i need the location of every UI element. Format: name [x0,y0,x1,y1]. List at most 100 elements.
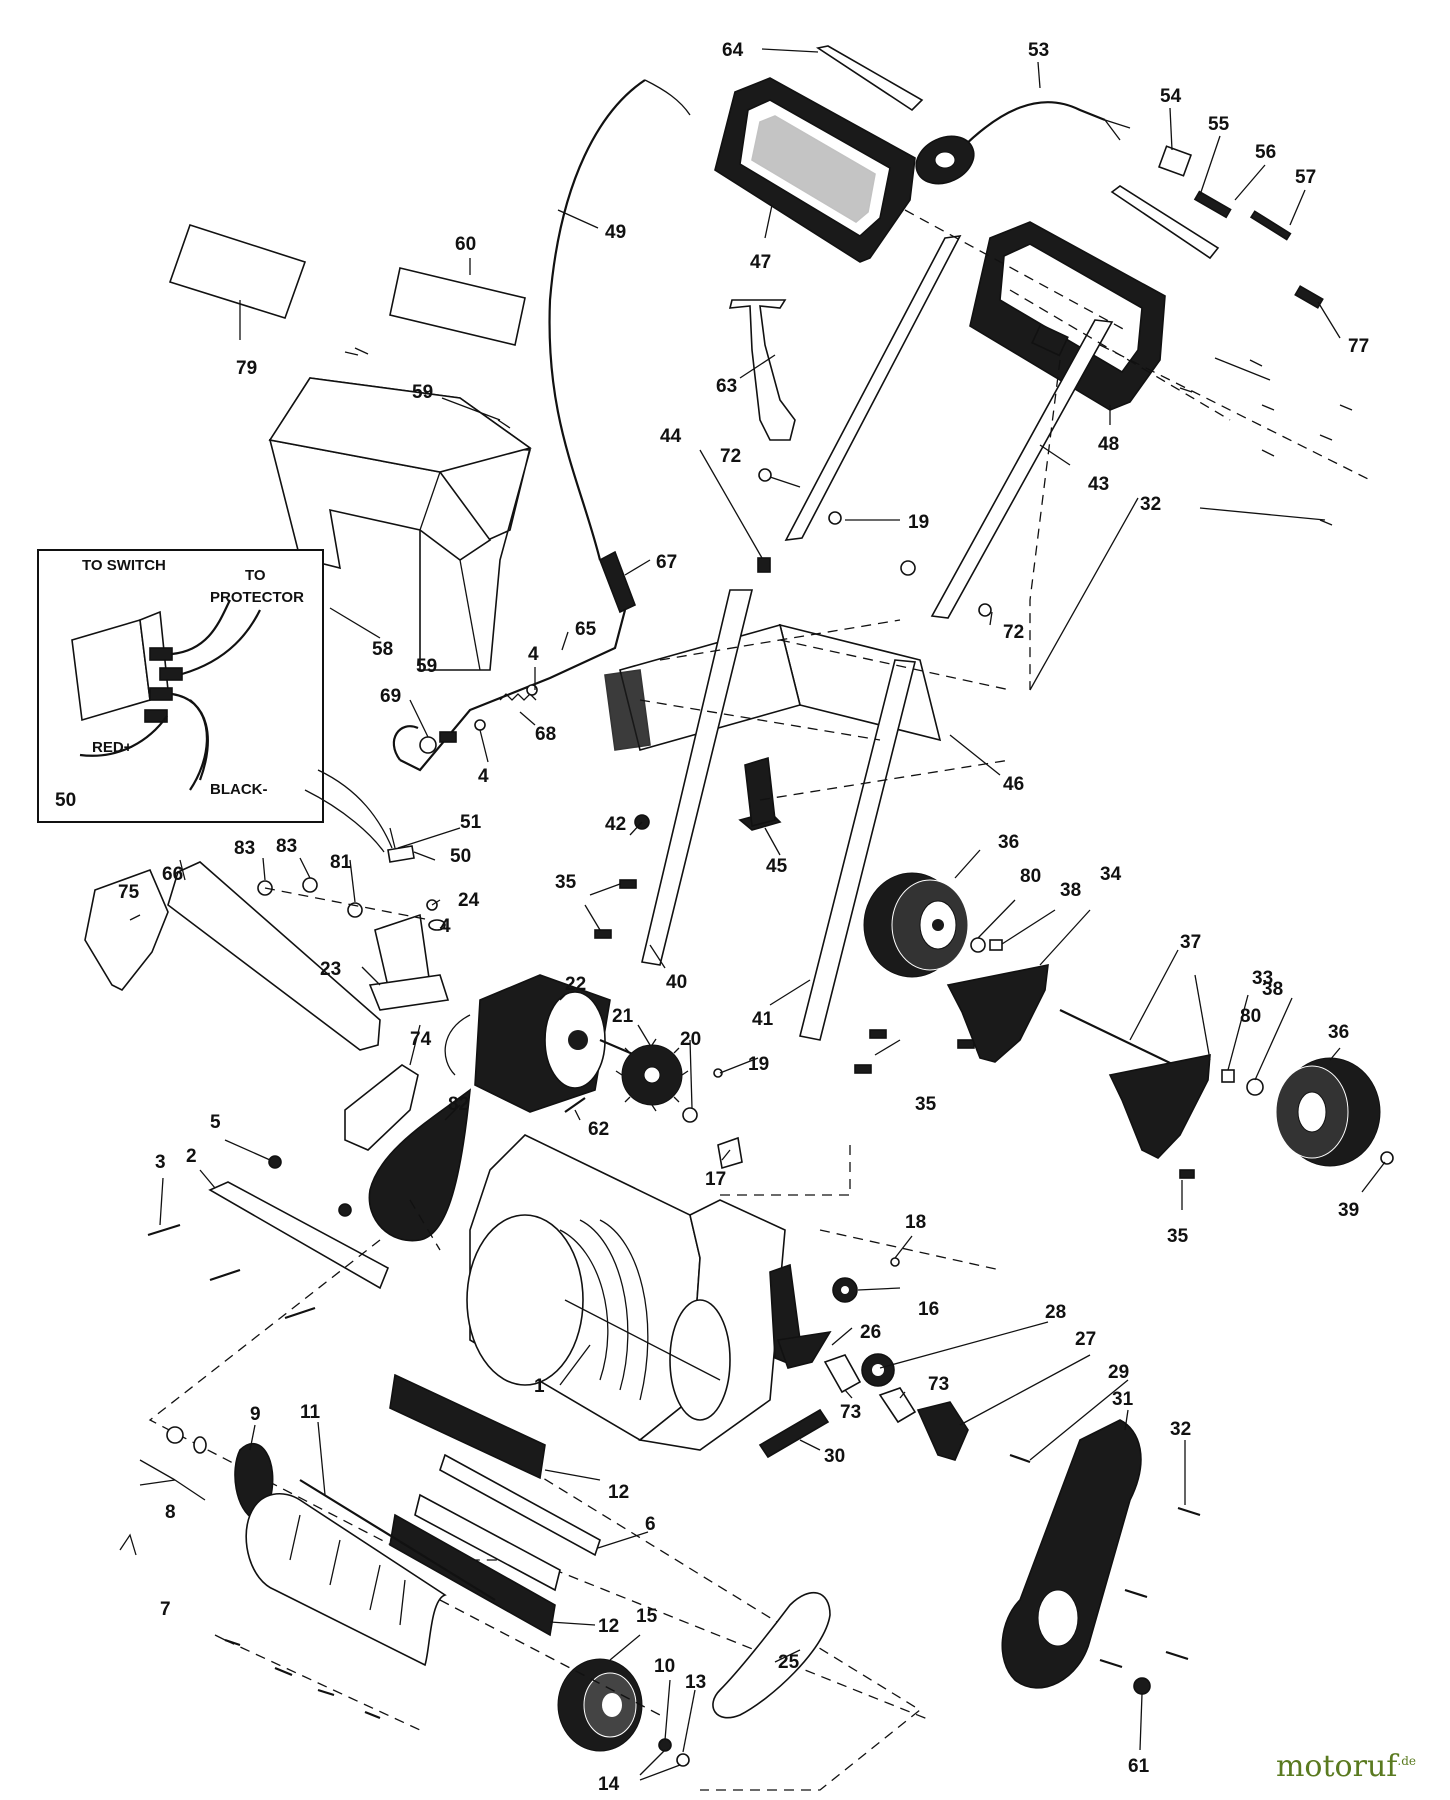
part-2-bracket [208,1181,390,1290]
part-label: 81 [330,852,352,873]
part-label: 35 [915,1094,937,1115]
part-19-nut [828,511,842,525]
part-12-scraper [389,1373,546,1480]
part-label: 69 [380,686,401,707]
part-label: 21 [612,1006,634,1027]
part-label: 44 [660,426,682,447]
part-label: 28 [1045,1302,1066,1323]
part-32-screws [1179,357,1353,526]
part-19-screw [713,1068,723,1078]
part-79-decal [168,223,307,319]
part-label: 27 [1075,1329,1096,1350]
part-18-screw [890,1257,900,1267]
chute-assembly [168,79,691,772]
wheel-assembly [863,872,1394,1167]
inset-label-to-switch: TO SWITCH [82,557,166,574]
part-label: 41 [752,1009,774,1030]
part-label: 80 [1240,1006,1261,1027]
part-72-bolt-2 [978,603,992,617]
part-35-bolt-3 [869,1029,887,1039]
part-63-pull [728,299,796,441]
part-label: 38 [1262,979,1283,1000]
part-label: 65 [575,619,597,640]
inset-label-to: TO [245,567,266,584]
part-25-belt [712,1591,831,1719]
part-64-strip [815,45,924,112]
handle-assembly [714,45,1371,619]
part-31-belt-cover [1001,1419,1142,1689]
part-49-cable [548,79,646,561]
part-label: 16 [918,1299,939,1320]
part-label: 39 [1338,1200,1359,1221]
part-label: 80 [1020,866,1041,887]
part-label: 5 [210,1112,221,1133]
part-label: 59 [412,382,433,403]
part-label: 38 [1060,880,1081,901]
part-label: 19 [908,512,929,533]
part-label: 59 [416,656,437,677]
part-label: 34 [1100,864,1122,885]
part-48-handle-housing [969,221,1166,411]
part-label: 20 [680,1029,701,1050]
part-56-screw [1193,190,1232,219]
part-32-screw [1177,1506,1201,1517]
part-57-screw [1249,210,1292,241]
part-label: 83 [234,838,255,859]
part-label: 47 [750,252,771,273]
part-label: 10 [654,1656,675,1677]
inset-label-black: BLACK- [210,781,268,798]
part-label: 63 [716,376,737,397]
inset-label-number: 50 [55,790,76,811]
part-35-bolt-5 [957,1039,975,1049]
part-label: 53 [1028,40,1049,61]
part-33-bracket [1108,1054,1211,1159]
part-label: 40 [666,972,687,993]
part-73-washer-2 [878,1387,917,1424]
part-label: 6 [645,1514,656,1535]
part-82-shield [368,1088,471,1242]
part-label: 72 [720,446,741,467]
part-20-washer [682,1107,698,1123]
part-label: 58 [372,639,393,660]
part-66-bar [167,861,381,1051]
part-61-cap [1133,1677,1151,1695]
part-label: 15 [636,1606,658,1627]
part-label: 18 [905,1212,926,1233]
inset-label-protector: PROTECTOR [210,589,304,606]
part-number-labels: 64 53 54 55 56 57 49 60 47 77 79 59 63 4… [118,40,1369,1795]
part-65-rod [399,609,627,772]
part-38-spacer-2 [1221,1069,1235,1083]
part-6-bar [439,1453,601,1557]
part-label: 54 [1160,86,1182,107]
part-34-bracket [946,963,1049,1063]
part-73-washer [823,1354,862,1394]
part-left-upper-tube [784,235,962,541]
part-41-lower-tube [799,659,917,1041]
part-label: 73 [928,1374,949,1395]
housing-assembly [147,1134,1201,1791]
leader-lines [129,48,1386,1781]
part-label: 4 [478,766,489,787]
part-53-cord [959,101,1106,151]
part-label: 83 [276,836,297,857]
part-label: 11 [300,1402,321,1423]
part-62-key [564,1097,586,1113]
part-81-nut [347,902,363,918]
part-40-lower-tube [641,589,754,966]
part-label: 60 [455,234,476,255]
watermark-text: motoruf [1275,1749,1398,1784]
part-label: 23 [320,959,341,980]
part-label: 56 [1255,142,1276,163]
part-label: 19 [748,1054,769,1075]
part-5-nut [268,1155,282,1169]
part-label: 73 [840,1402,861,1423]
part-59-bolt [439,731,457,743]
part-47-grip [714,77,916,263]
part-label: 66 [162,864,183,885]
part-69-washer [419,736,437,754]
part-label: 64 [722,40,744,61]
part-label: 9 [250,1404,261,1425]
part-label: 74 [410,1029,432,1050]
part-label: 37 [1180,932,1201,953]
part-label: 24 [458,890,480,911]
